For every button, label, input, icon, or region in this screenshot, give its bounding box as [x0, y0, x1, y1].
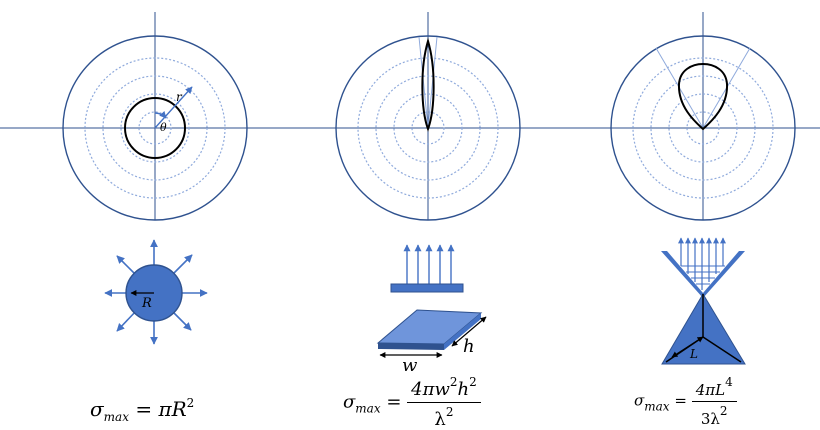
plate-pattern [421, 37, 435, 132]
polar-grid-ring [120, 93, 190, 163]
num-part: 4πw [411, 379, 450, 400]
sigma-symbol: σ [343, 391, 356, 413]
plate-height-label: h [463, 336, 475, 357]
polar-grid-ring [632, 57, 774, 199]
reflector-edge [702, 336, 742, 363]
scatter-arrow [116, 309, 138, 332]
sphere-pattern [124, 97, 186, 159]
reflector-upper-right-wall [703, 251, 745, 298]
reflector-rcs-formula: σmax = 4πL4 3λ2 [634, 375, 737, 428]
polar-plot-plate [335, 35, 521, 221]
beam-edge-line [418, 36, 429, 129]
fraction: 4πL4 3λ2 [691, 375, 737, 428]
power: 2 [719, 404, 728, 418]
polar-grid-ring [357, 57, 499, 199]
polar-outer-ring [335, 35, 521, 221]
reflector-length-arrow [671, 336, 704, 358]
num-part: 4πL [695, 381, 726, 399]
plate-front-face [378, 343, 444, 350]
polar-grid-ring [686, 111, 720, 145]
formula-rhs: = πR [135, 397, 187, 421]
polar-grid-ring [650, 75, 756, 181]
sphere-radius-label: R [141, 296, 152, 311]
subscript-max: max [644, 399, 670, 414]
radius-arrow [154, 86, 193, 129]
equals-sign: = [674, 391, 687, 410]
den-part: λ [434, 409, 446, 430]
plate-object: w h [376, 244, 487, 376]
scatter-arrow [170, 254, 193, 277]
numerator: 4πw2h2 [407, 375, 481, 403]
subscript-max: max [355, 401, 381, 416]
equals-sign: = [386, 391, 402, 413]
denominator: 3λ2 [692, 402, 737, 428]
polar-grid-ring [375, 75, 481, 181]
plate-rcs-formula: σmax = 4πw2h2 λ2 [343, 375, 481, 430]
polar-grid-ring [138, 111, 172, 145]
polar-grid-ring [84, 57, 226, 199]
sigma-symbol: σ [90, 397, 104, 421]
den-part: 3λ [700, 410, 720, 428]
subscript-max: max [103, 410, 129, 424]
radius-label: r [176, 90, 183, 104]
power: 2 [445, 405, 454, 419]
beam-edge-line [427, 36, 438, 129]
polar-grid-ring [393, 93, 463, 163]
polar-plot-sphere: r θ [62, 35, 248, 221]
reflector-upper-left-wall [661, 251, 703, 298]
power: 4 [725, 375, 733, 389]
angle-label: θ [160, 121, 167, 134]
plate-width-label: w [402, 355, 418, 376]
sigma-symbol: σ [634, 391, 645, 410]
polar-plot-reflector [610, 35, 796, 221]
angle-arc [154, 110, 167, 119]
sphere-object: R [104, 239, 208, 345]
polar-grid-ring [102, 75, 208, 181]
power: 2 [186, 396, 195, 410]
polar-grid-ring [668, 93, 738, 163]
scatter-arrow [116, 255, 138, 277]
scatter-arrow [170, 309, 192, 331]
reflector-object: L [661, 237, 746, 365]
sphere-rcs-formula: σmax = πR2 [90, 393, 194, 427]
fraction: 4πw2h2 λ2 [407, 375, 481, 430]
polar-outer-ring [610, 35, 796, 221]
power: 2 [469, 375, 477, 389]
power: 2 [449, 375, 458, 389]
plate-edge-view [390, 283, 464, 293]
denominator: λ2 [407, 403, 481, 430]
polar-grid-ring [411, 111, 445, 145]
reflector-length-label: L [689, 347, 698, 361]
polar-outer-ring [62, 35, 248, 221]
reflector-pattern [677, 62, 729, 131]
numerator: 4πL4 [691, 375, 737, 402]
num-part: h [457, 379, 470, 400]
plate-height-arrow [451, 316, 487, 347]
